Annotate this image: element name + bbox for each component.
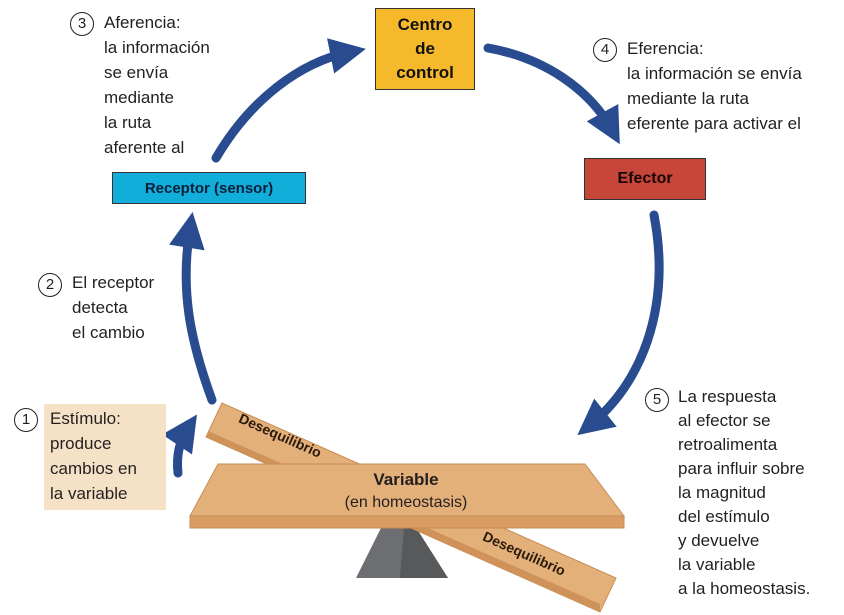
arrow-centro-to-efector (483, 43, 620, 145)
variable-subtitle: (en homeostasis) (344, 494, 468, 511)
arrow-efector-to-variable (577, 210, 664, 436)
efector-label: Efector (617, 170, 673, 187)
step-1-number: 1 (14, 408, 38, 432)
centro-de-control-box: Centro de control (375, 8, 475, 90)
step-2-number: 2 (38, 273, 62, 297)
receptor-box: Receptor (sensor) (112, 172, 306, 204)
step-4-number: 4 (593, 38, 617, 62)
step-3-number: 3 (70, 12, 94, 36)
step-2-text: El receptor detecta el cambio (72, 273, 155, 342)
step-5-text: La respuesta al efector se retroalimenta… (678, 387, 811, 598)
step-4-text: Eferencia: la información se envía media… (627, 39, 802, 133)
step-5-number: 5 (645, 388, 669, 412)
variable-title: Variable (373, 470, 439, 489)
efector-box: Efector (584, 158, 706, 200)
arrow-variable-to-receptor (169, 212, 217, 405)
receptor-label: Receptor (sensor) (144, 179, 274, 197)
arrow-stimulus-to-variable (162, 414, 197, 478)
centro-label: Centro de control (396, 15, 454, 82)
step-1-text: Estímulo: produce cambios en la variable (44, 404, 166, 510)
arrow-receptor-to-centro (211, 38, 366, 163)
level-plank-front (189, 515, 625, 529)
step-3-text: Aferencia: la información se envía media… (104, 13, 210, 157)
fulcrum-shadow (400, 526, 448, 578)
